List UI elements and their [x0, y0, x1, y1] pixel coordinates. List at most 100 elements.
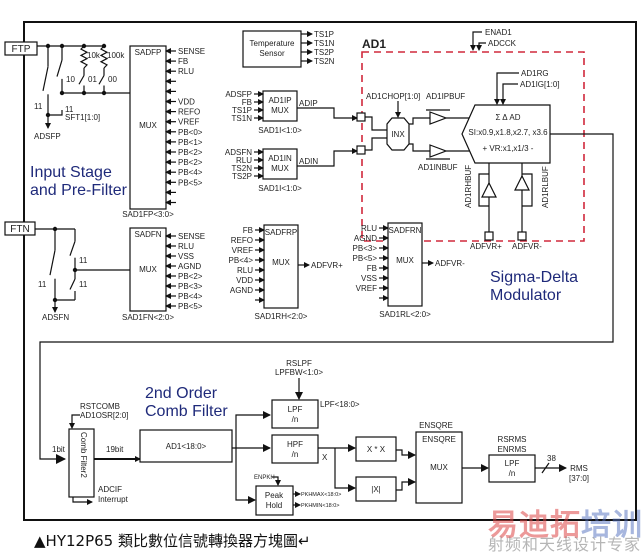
- ftn-sw-code-1: 11: [38, 280, 47, 289]
- sd-title: Σ Δ AD: [496, 113, 521, 122]
- ts-output-3: TS2N: [314, 57, 335, 66]
- abs-block: [355, 476, 397, 502]
- res-100k: [99, 45, 109, 69]
- outer-frame: [23, 21, 637, 521]
- rms-out-label: RMS: [570, 464, 588, 473]
- rstcomb-label: RSTCOMB: [80, 402, 120, 411]
- adcck-wire: [476, 42, 486, 51]
- ad1in-mux-input-1-label: RLU: [236, 156, 252, 165]
- figure-caption: ▲HY12P65 類比數位信號轉換器方塊圖↵: [34, 532, 311, 550]
- sadfrp-mux-output: ADFVR+: [311, 261, 343, 270]
- ensqre-mux: [415, 431, 463, 504]
- sw-00-blade: [98, 75, 105, 85]
- pkhmax-label: PKHMAX<18:0>: [301, 492, 341, 498]
- ad1in-mux-title: AD1IN: [268, 154, 292, 163]
- sadfn-input-5-label: PB<3>: [178, 282, 203, 291]
- sadfrp-mux-input-5-label: VDD: [236, 276, 253, 285]
- nbuf-in: [409, 143, 430, 152]
- enad1-wire: [470, 31, 482, 51]
- ftp-pin-label: FTP: [12, 44, 31, 55]
- sadfp-input-9-label: PB<1>: [178, 138, 203, 147]
- hpf-label: HPF: [287, 440, 303, 449]
- nbuf-triangle: [429, 144, 448, 158]
- sadfrp-mux: [263, 224, 299, 309]
- res-10k-label: 10k: [87, 51, 101, 60]
- enpkh-label: ENPKH: [254, 475, 275, 481]
- sd-vr: + VR:x1,x1/3 -: [483, 144, 534, 153]
- adcck-label: ADCCK: [488, 39, 517, 48]
- ad1ip-mux-input-0-label: ADSFP: [225, 90, 252, 99]
- sadfp-mux: [129, 45, 167, 210]
- ts-output-1: TS1N: [314, 39, 335, 48]
- vr-plus-label: ADFVR+: [470, 242, 502, 251]
- pbuf-label: AD1IPBUF: [426, 92, 465, 101]
- sft-wire: [48, 110, 63, 116]
- input-stage-title-1: Input Stage: [30, 164, 112, 181]
- comb-filter-label: Comb Filter2: [79, 432, 88, 478]
- inx-label: INX: [391, 130, 405, 139]
- lpfbw-label: LPFBW<1:0>: [275, 368, 323, 377]
- sadfp-input-10-label: PB<2>: [178, 148, 203, 157]
- lpf-label: LPF: [288, 405, 303, 414]
- comb-title-1: 2nd Order: [145, 385, 218, 402]
- adin-pad: [356, 145, 366, 155]
- sadfrp-mux-body: MUX: [272, 258, 290, 267]
- sadfrn-mux-input-6-label: VREF: [356, 284, 377, 293]
- ad1ip-mux-input-3-label: TS1N: [232, 114, 253, 123]
- ad1ip-mux: [262, 90, 298, 122]
- sadfrn-mux-input-5-label: VSS: [361, 274, 377, 283]
- sadfrn-mux: [387, 222, 423, 307]
- abs-in-wire: [334, 448, 356, 492]
- ftp-mux-node-0: [59, 90, 65, 96]
- ftp-pin: [4, 41, 38, 56]
- ensqre-ctrl-label: ENSQRE: [419, 421, 453, 430]
- comb-title-2: Comb Filter: [145, 403, 228, 420]
- sadfrn-mux-input-0-label: RLU: [361, 224, 377, 233]
- sadfp-input-2-label: RLU: [178, 67, 194, 76]
- rg-wire: [494, 72, 519, 105]
- ad1ip-mux-control: SAD1I<1:0>: [258, 126, 302, 135]
- sadfn-body: MUX: [139, 265, 157, 274]
- ftn-switch-right-blade: [69, 278, 76, 290]
- sw-01-blade: [78, 75, 85, 85]
- abs-out-wire: [396, 478, 416, 491]
- osr-label: AD1OSR[2:0]: [80, 411, 128, 420]
- sadfrp-mux-input-4-label: RLU: [237, 266, 253, 275]
- chop-label: AD1CHOP[1:0]: [366, 92, 420, 101]
- ftp-mux-node-2: [101, 90, 107, 96]
- ad1-title: AD1: [362, 37, 386, 51]
- sadfrn-mux-output: ADFVR-: [435, 259, 465, 268]
- peak-hold-block: [255, 485, 294, 516]
- ftp-ground-switch-blade: [42, 66, 49, 91]
- inx-in-p: [365, 116, 388, 131]
- temperature-sensor: [242, 30, 302, 68]
- ad1ip-mux-input-1-label: FB: [242, 98, 252, 107]
- rhbuf-bypass: [478, 173, 489, 207]
- abs-label: |X|: [371, 485, 381, 494]
- sw-10-blade: [56, 59, 63, 77]
- ad1in-mux-input-3-label: TS2P: [232, 172, 252, 181]
- comb-filter: [68, 428, 95, 498]
- lpf-out-label: LPF<18:0>: [320, 400, 360, 409]
- lpf-block: [271, 399, 319, 429]
- lpf-in-wire: [235, 411, 271, 448]
- sadfn-mux: [129, 227, 167, 312]
- sadfp-input-5-label: VDD: [178, 98, 195, 107]
- sadfrn-mux-title: SADFRN: [389, 226, 422, 235]
- ftp-ground-code: 11: [34, 102, 43, 111]
- ad1ip-mux-title: AD1IP: [268, 96, 291, 105]
- rlbuf-bypass: [522, 173, 533, 207]
- peak-label: Peak: [265, 491, 284, 500]
- res-100k-label: 100k: [107, 51, 125, 60]
- enrms-label: ENRMS: [498, 445, 527, 454]
- sadfp-input-7-label: VREF: [178, 118, 199, 127]
- sadfrp-mux-input-1-label: REFO: [231, 236, 253, 245]
- temp-sensor-label-2: Sensor: [259, 49, 285, 58]
- sadfn-input-4-label: PB<2>: [178, 272, 203, 281]
- sw-00-label: 00: [108, 75, 117, 84]
- adin-label: ADIN: [299, 157, 318, 166]
- x-label: X: [322, 453, 328, 462]
- watermark-logo: 易迪拓培训: [488, 500, 642, 544]
- enad1-label: ENAD1: [485, 28, 512, 37]
